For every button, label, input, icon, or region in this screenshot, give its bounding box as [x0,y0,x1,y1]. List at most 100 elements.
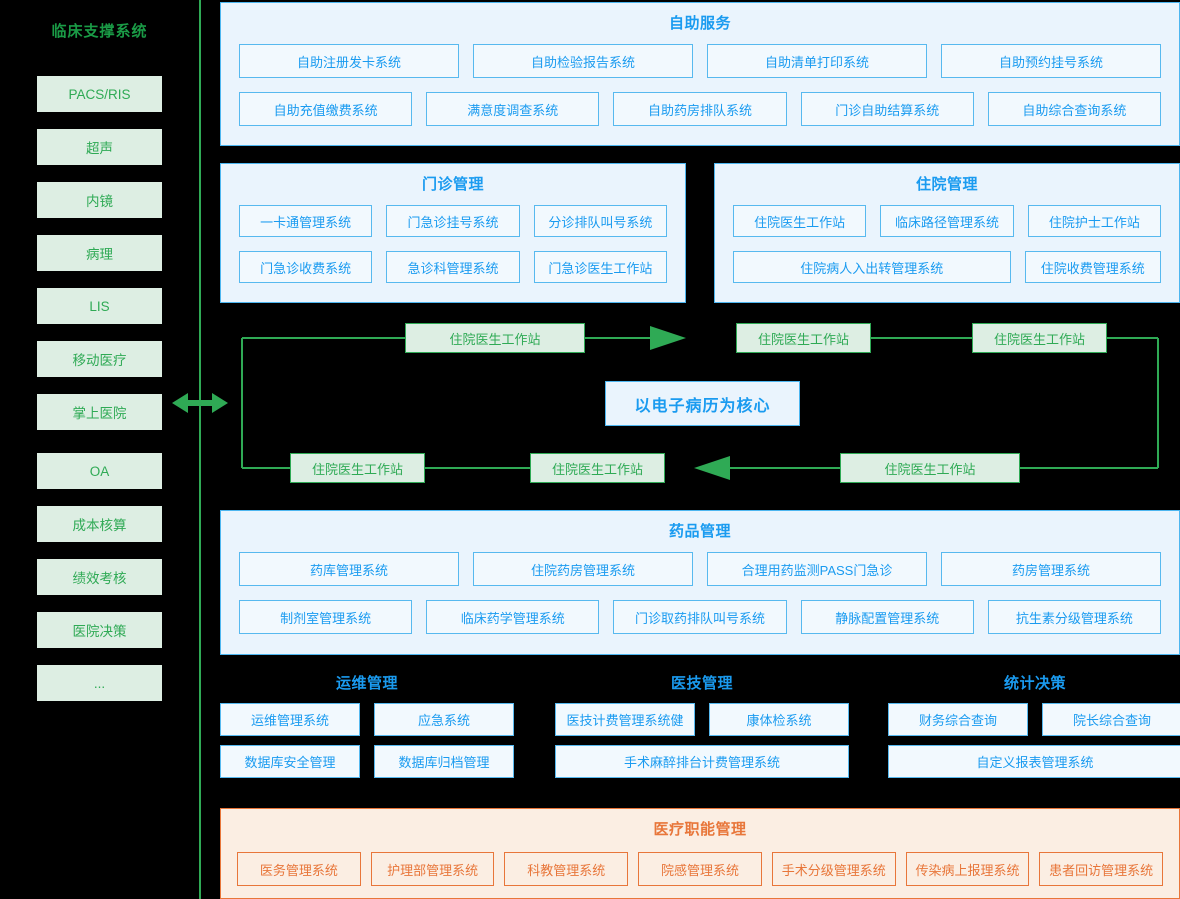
item-medical-affairs[interactable]: 医务管理系统 [237,852,361,886]
item-self-registration-card[interactable]: 自助注册发卡系统 [239,44,459,78]
item-emergency-system[interactable]: 应急系统 [374,703,514,736]
clinical-support-sidebar: 临床支撑系统 PACS/RIS 超声 内镜 病理 LIS 移动医疗 掌上医院 O… [0,0,201,899]
sidebar-item-hospital-decision[interactable]: 医院决策 [37,612,162,648]
item-emergency-department[interactable]: 急诊科管理系统 [386,251,520,283]
item-db-security[interactable]: 数据库安全管理 [220,745,360,778]
sidebar-item-label: 病理 [86,247,113,262]
sidebar-item-label: 移动医疗 [72,353,127,368]
operations-row-1: 运维管理系统 应急系统 [220,703,514,736]
item-outpatient-doctor-station[interactable]: 门急诊医生工作站 [533,251,667,283]
sidebar-item-label: OA [89,463,110,479]
statistics-row-2: 自定义报表管理系统 [888,745,1180,778]
item-health-checkup[interactable]: 康体检系统 [709,703,849,736]
item-surgery-grading[interactable]: 手术分级管理系统 [771,852,896,886]
item-pass-rational-drug[interactable]: 合理用药监测PASS门急诊 [707,552,927,586]
sidebar-item-lis[interactable]: LIS [37,288,162,324]
sidebar-item-mobile-medical[interactable]: 移动医疗 [37,341,162,377]
panel-title-pharmacy: 药品管理 [668,523,731,540]
item-ops-management[interactable]: 运维管理系统 [220,703,360,736]
item-outpatient-self-settle[interactable]: 门诊自助结算系统 [800,92,974,126]
item-custom-report[interactable]: 自定义报表管理系统 [888,745,1180,778]
item-infectious-disease-report[interactable]: 传染病上报理系统 [905,852,1030,886]
epr-flow-diagram: 住院医生工作站 住院医生工作站 住院医生工作站 住院医生工作站 住院医生工作站 … [220,310,1180,505]
item-inpatient-charging[interactable]: 住院收费管理系统 [1024,251,1161,283]
statistics-row-1: 财务综合查询 院长综合查询 [888,703,1180,736]
sidebar-item-label: 超声 [86,141,113,156]
arrow-right-icon [650,326,686,350]
item-pharmacy-management[interactable]: 药房管理系统 [941,552,1161,586]
medtech-row-2: 手术麻醉排台计费管理系统 [555,745,849,778]
item-financial-query[interactable]: 财务综合查询 [888,703,1028,736]
group-medtech: 医技管理 医技计费管理系统健 康体检系统 手术麻醉排台计费管理系统 [555,672,849,778]
group-operations: 运维管理 运维管理系统 应急系统 数据库安全管理 数据库归档管理 [220,672,514,778]
flow-node-2[interactable]: 住院医生工作站 [736,323,871,353]
inpatient-row-2: 住院病人入出转管理系统 住院收费管理系统 [715,251,1179,283]
item-iv-compounding[interactable]: 静脉配置管理系统 [800,600,974,634]
panel-title-inpatient: 住院管理 [915,176,978,193]
sidebar-item-label: 掌上医院 [72,406,127,421]
flow-connector-lines [241,326,1159,480]
item-clinical-pharmacy[interactable]: 临床药学管理系统 [426,600,600,634]
sidebar-item-label: 成本核算 [72,518,127,533]
item-inpatient-nurse-station[interactable]: 住院护士工作站 [1027,205,1161,237]
sidebar-item-palm-hospital[interactable]: 掌上医院 [37,394,162,430]
outpatient-row-2: 门急诊收费系统 急诊科管理系统 门急诊医生工作站 [221,251,685,283]
item-infection-control[interactable]: 院感管理系统 [638,852,762,886]
item-anesthesia-scheduling-billing[interactable]: 手术麻醉排台计费管理系统 [555,745,849,778]
item-admission-transfer-discharge[interactable]: 住院病人入出转管理系统 [733,251,1011,283]
item-inpatient-pharmacy[interactable]: 住院药房管理系统 [473,552,693,586]
item-satisfaction-survey[interactable]: 满意度调查系统 [426,92,600,126]
panel-title-medical-function: 医疗职能管理 [653,821,747,838]
item-self-recharge-payment[interactable]: 自助充值缴费系统 [239,92,413,126]
sidebar-item-endoscopy[interactable]: 内镜 [37,182,162,218]
item-all-in-one-card[interactable]: 一卡通管理系统 [239,205,373,237]
panel-self-service: 自助服务 自助注册发卡系统 自助检验报告系统 自助清单打印系统 自助预约挂号系统… [220,2,1180,146]
group-title-statistics: 统计决策 [1003,675,1066,692]
item-antibiotic-grading[interactable]: 抗生素分级管理系统 [987,600,1162,634]
flow-node-3[interactable]: 住院医生工作站 [972,323,1107,353]
item-patient-followup[interactable]: 患者回访管理系统 [1039,852,1164,886]
panel-medical-function: 医疗职能管理 医务管理系统 护理部管理系统 科教管理系统 院感管理系统 手术分级… [220,808,1180,899]
item-self-pharmacy-queue[interactable]: 自助药房排队系统 [613,92,787,126]
double-arrow-icon [172,393,228,413]
flow-node-6[interactable]: 住院医生工作站 [840,453,1020,483]
item-db-archiving[interactable]: 数据库归档管理 [374,745,514,778]
flow-node-4[interactable]: 住院医生工作站 [290,453,425,483]
sidebar-item-performance[interactable]: 绩效考核 [37,559,162,595]
group-statistics: 统计决策 财务综合查询 院长综合查询 自定义报表管理系统 [888,672,1180,778]
sidebar-item-pathology[interactable]: 病理 [37,235,162,271]
item-outpatient-drug-queue[interactable]: 门诊取药排队叫号系统 [613,600,787,634]
inpatient-row-1: 住院医生工作站 临床路径管理系统 住院护士工作站 [715,205,1179,237]
item-self-comprehensive-query[interactable]: 自助综合查询系统 [987,92,1162,126]
item-triage-queue-call[interactable]: 分诊排队叫号系统 [533,205,667,237]
item-self-appointment[interactable]: 自助预约挂号系统 [941,44,1161,78]
group-title-medtech: 医技管理 [670,675,733,692]
item-clinical-pathway[interactable]: 临床路径管理系统 [880,205,1014,237]
medical-function-row-1: 医务管理系统 护理部管理系统 科教管理系统 院感管理系统 手术分级管理系统 传染… [221,852,1179,886]
sidebar-item-label: 绩效考核 [72,571,127,586]
sidebar-item-label: PACS/RIS [68,86,131,102]
item-nursing-department[interactable]: 护理部管理系统 [370,852,495,886]
panel-outpatient: 门诊管理 一卡通管理系统 门急诊挂号系统 分诊排队叫号系统 门急诊收费系统 急诊… [220,163,686,303]
arrow-left-icon [694,456,730,480]
sidebar-item-label: LIS [89,298,110,314]
item-self-lab-report[interactable]: 自助检验报告系统 [473,44,693,78]
item-outpatient-charging[interactable]: 门急诊收费系统 [239,251,373,283]
flow-node-1[interactable]: 住院医生工作站 [405,323,585,353]
sidebar-item-cost-accounting[interactable]: 成本核算 [37,506,162,542]
item-director-query[interactable]: 院长综合查询 [1042,703,1180,736]
item-outpatient-registration[interactable]: 门急诊挂号系统 [386,205,520,237]
flow-node-5[interactable]: 住院医生工作站 [530,453,665,483]
pharmacy-row-1: 药库管理系统 住院药房管理系统 合理用药监测PASS门急诊 药房管理系统 [221,552,1179,586]
item-drug-warehouse[interactable]: 药库管理系统 [239,552,459,586]
item-medtech-billing[interactable]: 医技计费管理系统健 [555,703,695,736]
item-education-research[interactable]: 科教管理系统 [504,852,629,886]
sidebar-item-ultrasound[interactable]: 超声 [37,129,162,165]
sidebar-item-oa[interactable]: OA [37,453,162,489]
item-preparation-room[interactable]: 制剂室管理系统 [239,600,413,634]
main-content: 自助服务 自助注册发卡系统 自助检验报告系统 自助清单打印系统 自助预约挂号系统… [220,0,1180,899]
item-inpatient-doctor-station[interactable]: 住院医生工作站 [733,205,867,237]
sidebar-item-more[interactable]: ... [37,665,162,701]
sidebar-item-pacs-ris[interactable]: PACS/RIS [37,76,162,112]
item-self-bill-print[interactable]: 自助清单打印系统 [707,44,927,78]
